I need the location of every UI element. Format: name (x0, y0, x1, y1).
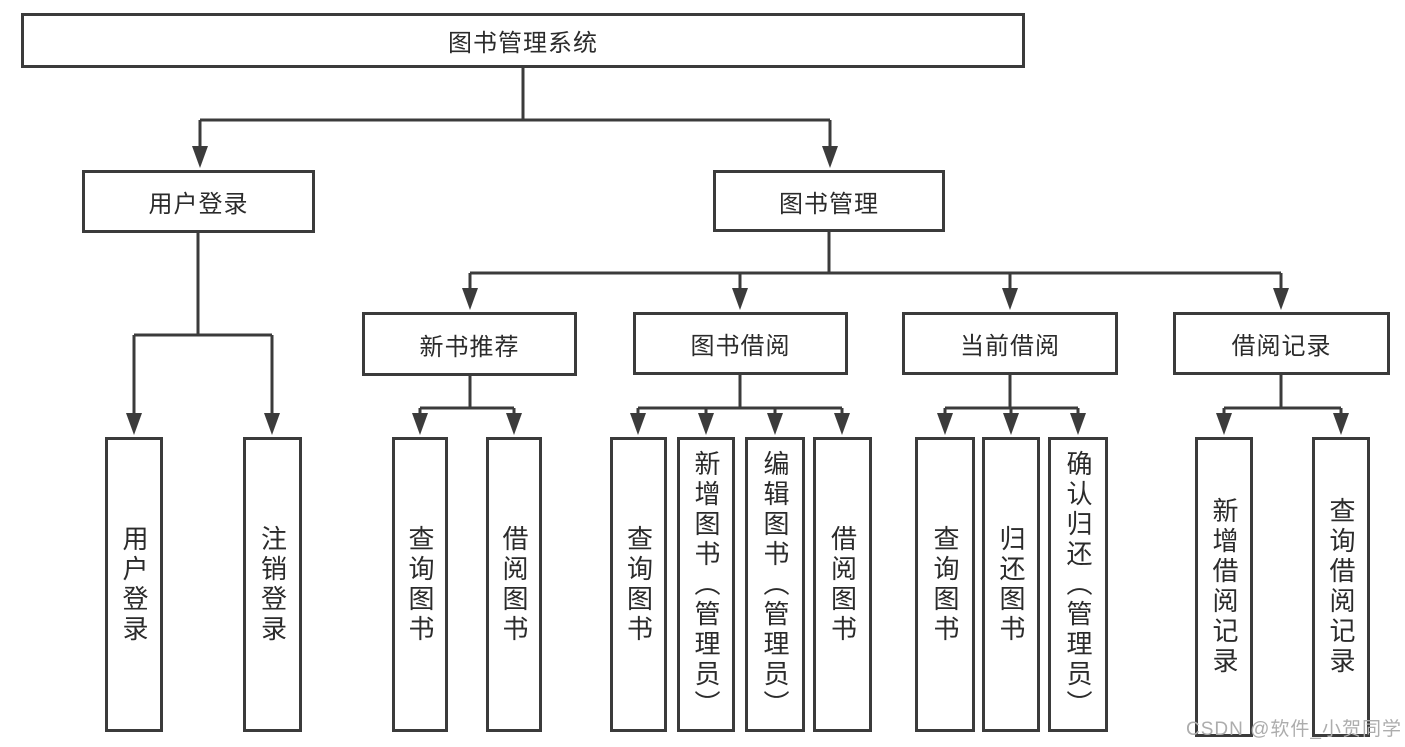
node-book-management-branch: 图书管理 (713, 170, 945, 232)
connector-user-login-leaves (132, 233, 274, 414)
node-borrow-record: 借阅记录 (1173, 312, 1390, 375)
leaf-label: 借阅图书 (827, 524, 858, 645)
node-current-borrow: 当前借阅 (902, 312, 1118, 375)
arrow-icon (1070, 413, 1086, 435)
node-user-login-branch: 用户登录 (82, 170, 315, 233)
connector-book-borrow-leaves (636, 374, 844, 414)
leaf-borrow-books-recommend: 借阅图书 (486, 437, 542, 732)
connector-current-borrow-leaves (943, 375, 1080, 414)
leaf-add-books-admin: 新增图书（管理员） (677, 437, 735, 732)
connector-borrow-record-leaves (1222, 375, 1343, 414)
arrow-icon (506, 413, 522, 435)
node-root-library-system: 图书管理系统 (21, 13, 1025, 68)
node-label: 用户登录 (148, 191, 249, 218)
arrow-icon (732, 288, 748, 310)
leaf-edit-books-admin: 编辑图书（管理员） (745, 437, 805, 732)
leaf-label: 新增图书（管理员） (691, 449, 721, 720)
node-label: 图书管理 (779, 190, 879, 218)
node-label: 图书借阅 (690, 333, 791, 360)
arrow-icon (767, 413, 783, 435)
leaf-label: 编辑图书（管理员） (760, 449, 790, 720)
csdn-watermark: CSDN @软件_小贺同学 (1186, 719, 1402, 740)
arrow-icon (462, 288, 478, 310)
leaf-label: 查询借阅记录 (1326, 497, 1356, 677)
connector-book-mgmt-groups (468, 232, 1283, 290)
arrow-icon (1003, 413, 1019, 435)
arrow-icon (1333, 413, 1349, 435)
leaf-label: 查询图书 (623, 524, 654, 645)
arrow-icon (192, 146, 208, 168)
arrowheads (126, 146, 1349, 435)
leaf-label: 查询图书 (405, 524, 435, 645)
arrow-icon (630, 413, 646, 435)
arrow-icon (412, 413, 428, 435)
node-label: 图书管理系统 (448, 30, 598, 57)
arrow-icon (1273, 288, 1289, 310)
leaf-borrow-books: 借阅图书 (813, 437, 872, 732)
leaf-label: 确认归还（管理员） (1063, 449, 1093, 720)
arrow-icon (126, 413, 142, 435)
connector-new-book-leaves (418, 375, 516, 414)
leaf-query-books-borrow: 查询图书 (610, 437, 667, 732)
leaf-return-books: 归还图书 (982, 437, 1040, 732)
arrow-icon (822, 146, 838, 168)
leaf-label: 借阅图书 (499, 524, 529, 645)
arrow-icon (264, 413, 280, 435)
leaf-confirm-return-admin: 确认归还（管理员） (1048, 437, 1108, 732)
node-new-book-recommend: 新书推荐 (362, 312, 577, 376)
leaf-add-borrow-record: 新增借阅记录 (1195, 437, 1253, 737)
leaf-logout: 注销登录 (243, 437, 302, 732)
connector-root-to-level2 (198, 68, 832, 150)
node-label: 新书推荐 (419, 333, 520, 361)
leaf-query-books-recommend: 查询图书 (392, 437, 448, 732)
leaf-label: 归还图书 (996, 524, 1026, 645)
arrow-icon (698, 413, 714, 435)
node-book-borrow: 图书借阅 (633, 312, 848, 375)
leaf-user-login: 用户登录 (105, 437, 163, 732)
arrow-icon (1002, 288, 1018, 310)
leaf-label: 注销登录 (257, 524, 288, 645)
leaf-label: 用户登录 (119, 524, 149, 645)
leaf-query-books-current: 查询图书 (915, 437, 975, 732)
arrow-icon (834, 413, 850, 435)
node-label: 借阅记录 (1231, 333, 1332, 360)
leaf-label: 新增借阅记录 (1209, 497, 1239, 677)
arrow-icon (1216, 413, 1232, 435)
leaf-label: 查询图书 (930, 524, 960, 645)
node-label: 当前借阅 (960, 333, 1060, 360)
arrow-icon (937, 413, 953, 435)
leaf-query-borrow-record: 查询借阅记录 (1312, 437, 1370, 737)
